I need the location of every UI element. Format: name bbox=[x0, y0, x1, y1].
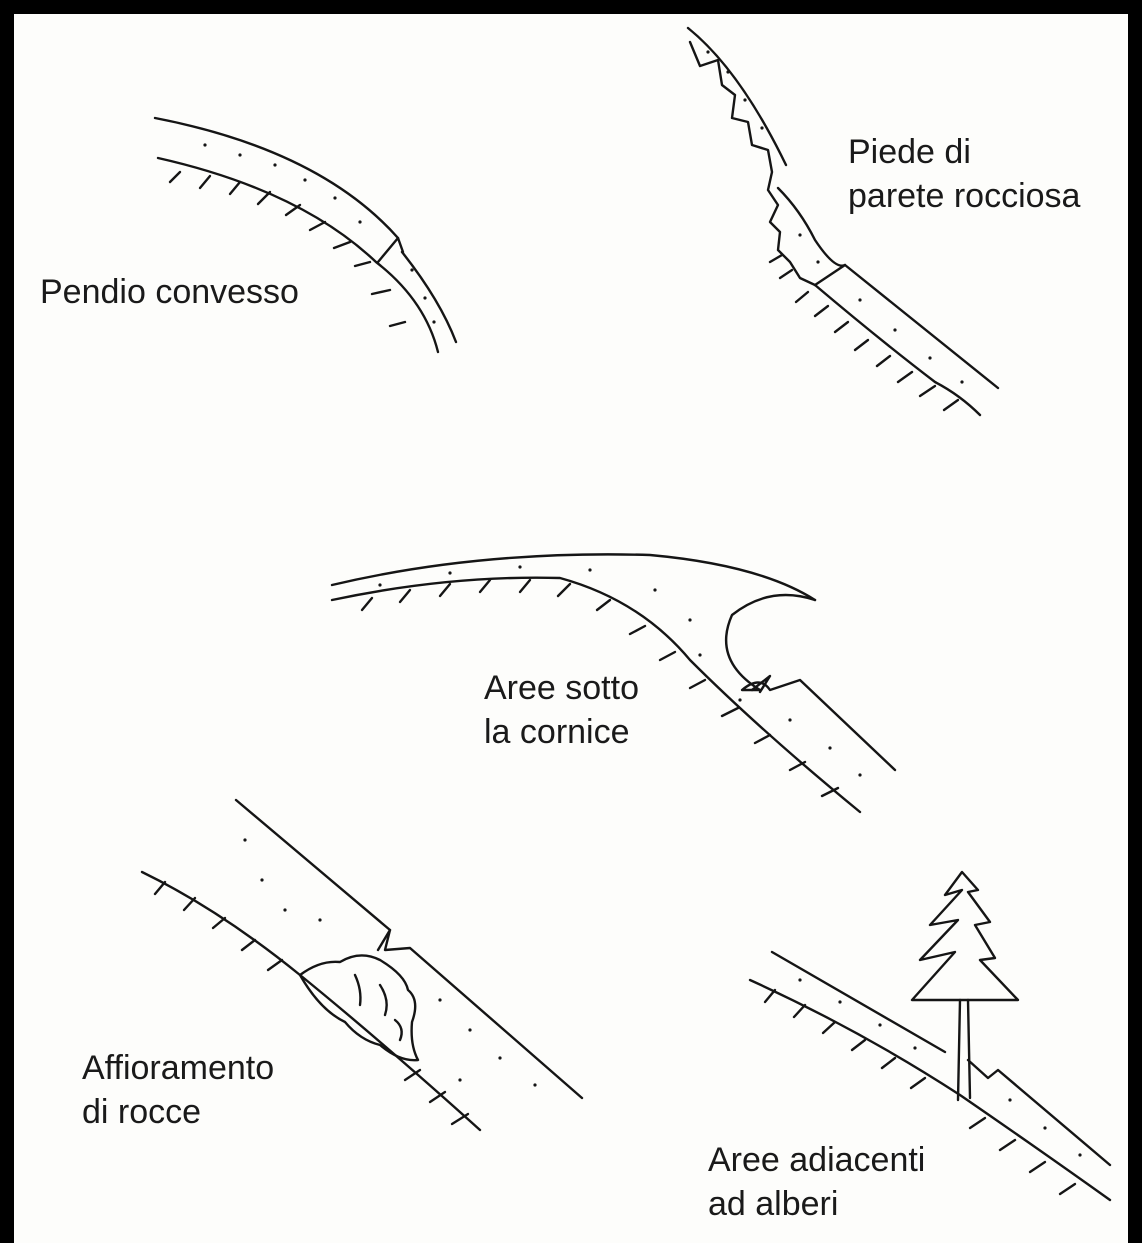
convex-slope-snow-dots bbox=[203, 143, 436, 324]
label-rock-wall-line-2: parete rocciosa bbox=[848, 177, 1081, 215]
label-tree-areas: Aree adiacenti ad alberi bbox=[708, 1138, 925, 1226]
label-rock-outcrop: Affioramento di rocce bbox=[82, 1046, 274, 1134]
cornice-snow-dots bbox=[378, 565, 862, 777]
label-trees-line-1: Aree adiacenti bbox=[708, 1141, 926, 1179]
rock-outcrop-hatching bbox=[153, 880, 470, 1126]
tree-icon bbox=[910, 870, 1020, 1102]
label-trees-line-2: ad alberi bbox=[708, 1185, 839, 1223]
convex-slope-sketch bbox=[153, 116, 458, 354]
label-rock-wall-line-1: Piede di bbox=[848, 133, 971, 171]
rock-outcrop-sketch bbox=[140, 798, 584, 1132]
label-convex-line-1: Pendio convesso bbox=[40, 273, 299, 311]
rock-wall-snow-dots bbox=[706, 50, 964, 384]
tree-area-snow-dots bbox=[798, 978, 1082, 1157]
rock-wall-sketch bbox=[686, 26, 1000, 417]
label-cornice-line-2: la cornice bbox=[484, 713, 630, 751]
convex-slope-hatching bbox=[168, 170, 407, 328]
cornice-sketch bbox=[330, 553, 897, 814]
label-cornice-line-1: Aree sotto bbox=[484, 669, 639, 707]
cornice-hatching bbox=[360, 578, 840, 798]
label-outcrop-line-2: di rocce bbox=[82, 1093, 202, 1131]
rock-outcrop-snow-dots bbox=[243, 838, 537, 1087]
rock-wall-hatching bbox=[768, 253, 960, 412]
label-convex-slope: Pendio convesso bbox=[40, 270, 299, 314]
paper-background bbox=[14, 14, 1128, 1243]
label-rock-wall-foot: Piede di parete rocciosa bbox=[848, 130, 1080, 218]
tree-area-hatching bbox=[763, 988, 1077, 1196]
tree-area-sketch bbox=[748, 870, 1112, 1202]
label-outcrop-line-1: Affioramento bbox=[82, 1049, 275, 1087]
label-cornice-areas: Aree sotto la cornice bbox=[484, 666, 639, 754]
